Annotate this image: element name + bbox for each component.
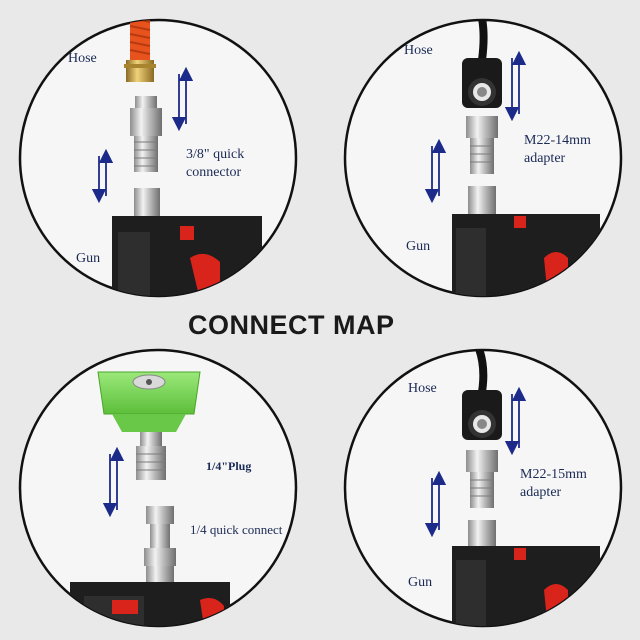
hose-label: Hose — [68, 51, 97, 66]
quick-connector-icon — [130, 96, 162, 172]
gun-label: Gun — [406, 239, 430, 254]
part-label-line1: 3/8" quick — [186, 147, 244, 162]
black-hose-icon — [462, 20, 502, 108]
black-hose-icon — [462, 350, 502, 440]
part-label-line2: adapter — [520, 485, 562, 500]
part-label-line2: connector — [186, 165, 242, 180]
m22-adapter-icon — [466, 116, 498, 174]
gun-label: Gun — [408, 575, 432, 590]
m22-adapter-icon — [466, 450, 498, 508]
panel-top-left: Hose 3/8" quick connector Gun — [18, 18, 298, 298]
diagram-title: CONNECT MAP — [188, 310, 395, 340]
part-label-line1: M22-14mm — [524, 133, 591, 148]
plug-label: 1/4"Plug — [206, 459, 251, 473]
quick-connect-socket-icon — [144, 506, 176, 566]
panel-bottom-left: 1/4"Plug 1/4 quick connect — [18, 348, 298, 628]
panel-bottom-right: Hose M22-15mm adapter Gun — [343, 348, 623, 628]
hose-label: Hose — [404, 43, 433, 58]
orange-hose-icon — [124, 20, 156, 82]
green-nozzle-icon — [97, 371, 201, 432]
part-label-line2: adapter — [524, 151, 566, 166]
hose-label: Hose — [408, 381, 437, 396]
gun-label: Gun — [76, 251, 100, 266]
panel-top-right: Hose M22-14mm adapter Gun — [343, 18, 623, 298]
quarter-inch-plug-icon — [136, 432, 166, 480]
part-label-line1: M22-15mm — [520, 467, 587, 482]
quick-connect-label: 1/4 quick connect — [190, 522, 283, 537]
